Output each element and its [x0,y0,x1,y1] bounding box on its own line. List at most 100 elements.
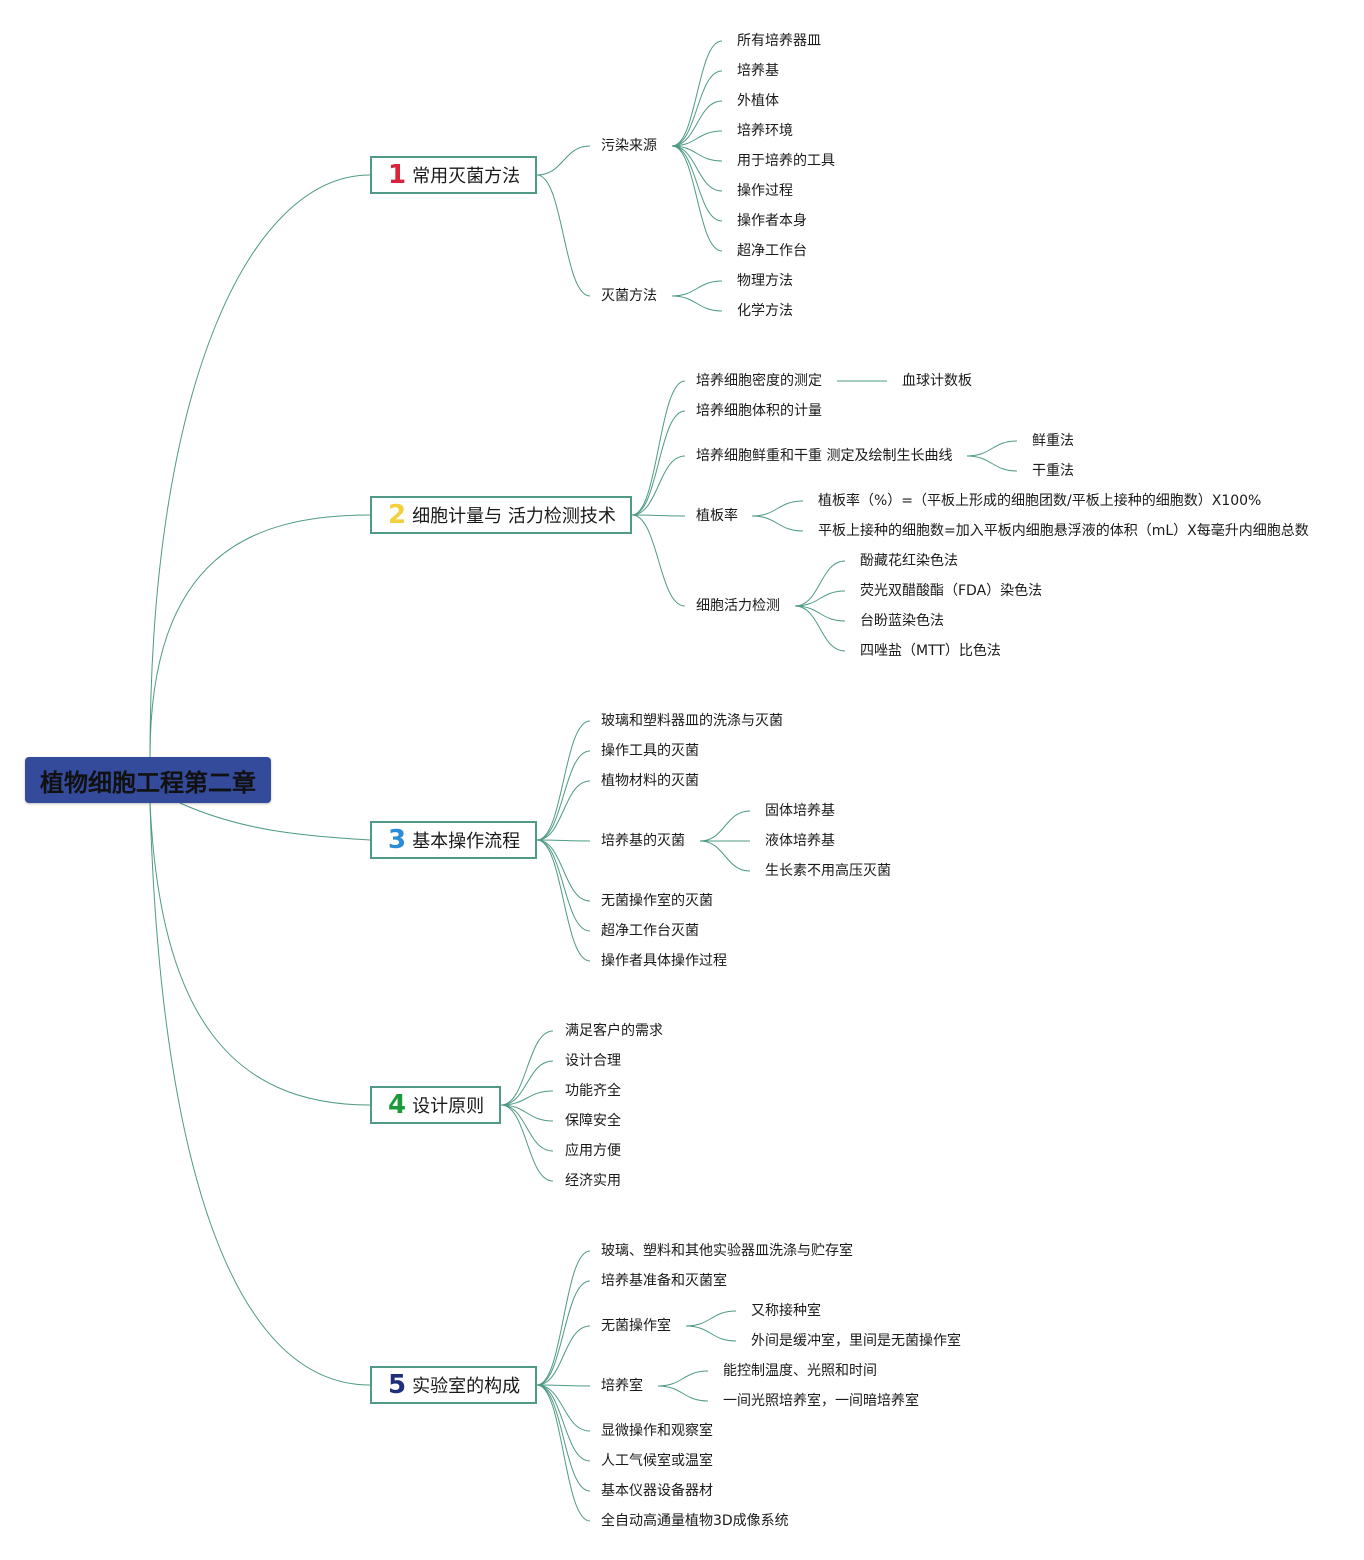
topic-sterilization[interactable]: 灭菌方法 [601,288,657,304]
leaf-viability-3[interactable]: 台盼蓝染色法 [860,613,944,629]
topic-aseptic-room[interactable]: 无菌操作室 [601,1318,671,1334]
topic-contamination-sources[interactable]: 污染来源 [601,138,657,154]
leaf-procedure-2[interactable]: 操作工具的灭菌 [601,743,699,759]
leaf-fresh-weight[interactable]: 鲜重法 [1032,433,1074,449]
leaf-aseptic-1[interactable]: 又称接种室 [751,1303,821,1319]
connector-root-b1 [149,174,371,758]
leaf-contamination-7[interactable]: 操作者本身 [737,213,807,229]
leaf-contamination-6[interactable]: 操作过程 [737,183,793,199]
leaf-principle-3[interactable]: 功能齐全 [565,1083,621,1099]
connector-b5-leaf [536,1384,591,1522]
leaf-contamination-5[interactable]: 用于培养的工具 [737,153,835,169]
connector-b2-topic [631,380,686,516]
connector-b5-leaf [536,1384,591,1432]
branch-label: 基本操作流程 [412,831,521,852]
branch-lab-composition[interactable]: 5 实验室的构成 [370,1366,537,1404]
leaf-contamination-3[interactable]: 外植体 [737,93,779,109]
leaf-principle-2[interactable]: 设计合理 [565,1053,621,1069]
leaf-room-5[interactable]: 基本仪器设备器材 [601,1483,713,1499]
connector-b3-leaf [536,720,591,841]
number-1-icon: 1 [388,160,407,190]
branch-basic-procedure[interactable]: 3 基本操作流程 [370,821,537,859]
connector-b3-leaf [536,839,591,902]
leaf-viability-4[interactable]: 四唑盐（MTT）比色法 [860,643,1001,659]
connector-b5-leaf [536,1250,591,1386]
leaf-contamination-2[interactable]: 培养基 [737,63,779,79]
connector-aseptic-leaf [685,1325,737,1342]
connector-contamination-leaf [671,145,723,162]
leaf-aseptic-2[interactable]: 外间是缓冲室，里间是无菌操作室 [751,1333,961,1349]
connector-b3-leaf [536,839,591,932]
leaf-contamination-4[interactable]: 培养环境 [737,123,793,139]
leaf-viability-1[interactable]: 酚藏花红染色法 [860,553,958,569]
branch-label: 细胞计量与 活力检测技术 [412,506,616,527]
connector-b2-topic [631,455,686,516]
topic-cell-volume[interactable]: 培养细胞体积的计量 [696,403,822,419]
leaf-viability-2[interactable]: 荧光双醋酸酯（FDA）染色法 [860,583,1043,599]
leaf-procedure-4[interactable]: 无菌操作室的灭菌 [601,893,713,909]
connector-culture-leaf [657,1385,709,1402]
topic-plating-efficiency[interactable]: 植板率 [696,508,738,524]
leaf-principle-1[interactable]: 满足客户的需求 [565,1023,663,1039]
leaf-principle-4[interactable]: 保障安全 [565,1113,621,1129]
root-topic[interactable]: 植物细胞工程第二章 [25,757,271,803]
number-5-icon: 5 [388,1370,407,1400]
topic-cell-density[interactable]: 培养细胞密度的测定 [696,373,822,389]
number-3-icon: 3 [388,825,407,855]
connector-contamination-leaf [671,130,723,147]
connector-root-b5 [149,802,371,1386]
connector-sterilization-leaf [671,295,723,312]
leaf-room-2[interactable]: 培养基准备和灭菌室 [601,1273,727,1289]
leaf-physical-method[interactable]: 物理方法 [737,273,793,289]
leaf-principle-6[interactable]: 经济实用 [565,1173,621,1189]
leaf-procedure-5[interactable]: 超净工作台灭菌 [601,923,699,939]
leaf-plating-formula[interactable]: 植板率（%）=（平板上形成的细胞团数/平板上接种的细胞数）X100% [818,493,1262,509]
branch-sterilization-methods[interactable]: 1 常用灭菌方法 [370,156,537,194]
connector-contamination-leaf [671,145,723,192]
connector-root-b3 [179,802,371,841]
connector-b2-topic [631,514,686,607]
connector-contamination-leaf [671,100,723,147]
connector-viability-leaf [794,605,846,622]
topic-culture-room[interactable]: 培养室 [601,1378,643,1394]
branch-cell-measurement[interactable]: 2 细胞计量与 活力检测技术 [370,496,632,534]
connector-b4-leaf [500,1104,554,1152]
number-4-icon: 4 [388,1090,407,1120]
topic-viability-test[interactable]: 细胞活力检测 [696,598,780,614]
leaf-dry-weight[interactable]: 干重法 [1032,463,1074,479]
leaf-hemocytometer[interactable]: 血球计数板 [902,373,972,389]
number-2-icon: 2 [388,500,407,530]
leaf-inoculated-cells-formula[interactable]: 平板上接种的细胞数=加入平板内细胞悬浮液的体积（mL）X每毫升内细胞总数 [818,523,1309,539]
connector-b4-leaf [500,1030,554,1106]
leaf-auxin-note[interactable]: 生长素不用高压灭菌 [765,863,891,879]
leaf-solid-medium[interactable]: 固体培养基 [765,803,835,819]
connector-culture-leaf [657,1370,709,1387]
leaf-principle-5[interactable]: 应用方便 [565,1143,621,1159]
connector-b5-leaf [536,1384,591,1492]
leaf-contamination-8[interactable]: 超净工作台 [737,243,807,259]
leaf-procedure-1[interactable]: 玻璃和塑料器皿的洗涤与灭菌 [601,713,783,729]
leaf-procedure-3[interactable]: 植物材料的灭菌 [601,773,699,789]
leaf-chemical-method[interactable]: 化学方法 [737,303,793,319]
leaf-room-1[interactable]: 玻璃、塑料和其他实验器皿洗涤与贮存室 [601,1243,853,1259]
leaf-room-6[interactable]: 全自动高通量植物3D成像系统 [601,1513,789,1529]
connector-b4-leaf [500,1104,554,1122]
connector-viability-leaf [794,590,846,607]
leaf-contamination-1[interactable]: 所有培养器皿 [737,33,821,49]
connector-viability-leaf [794,560,846,607]
connector-b2-topic [631,514,686,517]
leaf-culture-1[interactable]: 能控制温度、光照和时间 [723,1363,877,1379]
connector-b1-sterilization [536,174,591,297]
connector-medium-leaf [699,810,751,842]
branch-design-principles[interactable]: 4 设计原则 [370,1086,501,1124]
topic-medium-sterilization[interactable]: 培养基的灭菌 [601,833,685,849]
topic-fresh-dry-weight[interactable]: 培养细胞鲜重和干重 测定及绘制生长曲线 [696,448,953,464]
leaf-room-3[interactable]: 显微操作和观察室 [601,1423,713,1439]
connector-b5-leaf [536,1384,591,1387]
connector-contamination-leaf [671,70,723,147]
leaf-procedure-6[interactable]: 操作者具体操作过程 [601,953,727,969]
connector-root-b4 [149,802,371,1106]
leaf-culture-2[interactable]: 一间光照培养室，一间暗培养室 [723,1393,919,1409]
leaf-liquid-medium[interactable]: 液体培养基 [765,833,835,849]
leaf-room-4[interactable]: 人工气候室或温室 [601,1453,713,1469]
